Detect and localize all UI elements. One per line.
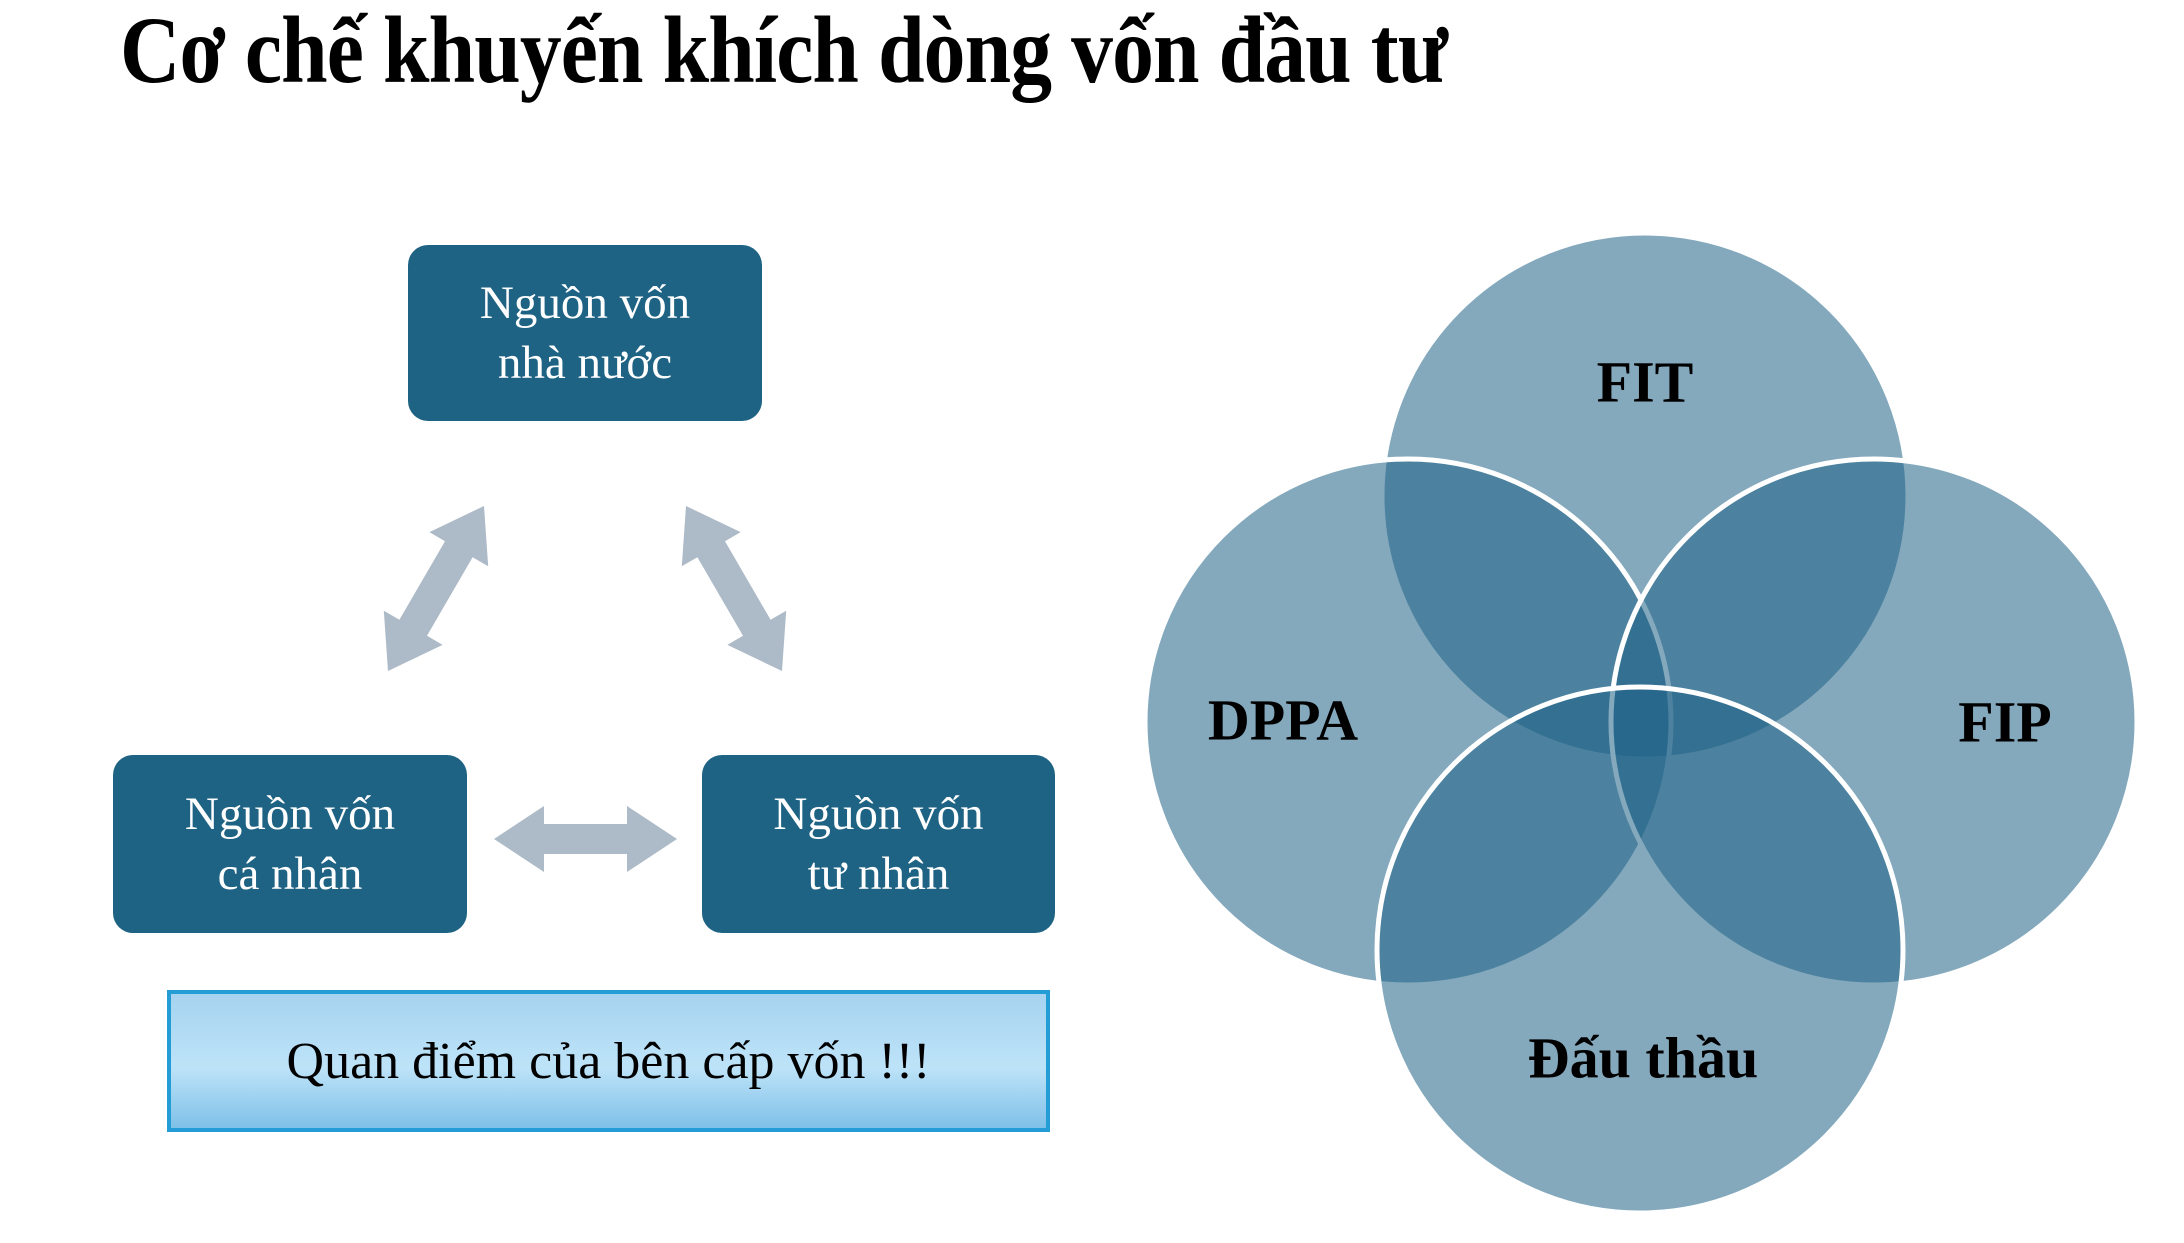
cycle-box-state-capital-line1: Nguồn vốn: [479, 276, 691, 329]
double-arrow-individual-private-icon: [494, 806, 677, 872]
cycle-box-private-capital: Nguồn vốn tư nhân: [702, 755, 1055, 933]
double-arrow-state-private-icon: [681, 506, 787, 671]
funder-viewpoint-banner: Quan điểm của bên cấp vốn !!!: [167, 990, 1050, 1132]
cycle-box-state-capital-line2: nhà nước: [497, 337, 673, 389]
cycle-box-private-capital-line2: tư nhân: [807, 848, 950, 900]
cycle-box-individual-capital-line1: Nguồn vốn: [184, 787, 396, 840]
cycle-box-individual-capital-line2: cá nhân: [217, 848, 363, 900]
venn-label-dppa: DPPA: [1207, 687, 1359, 753]
cycle-box-individual-capital: Nguồn vốn cá nhân: [113, 755, 467, 933]
venn-circle-dau-thau: [1374, 684, 1906, 1216]
venn-label-fip: FIP: [1958, 689, 2052, 755]
cycle-box-state-capital: Nguồn vốn nhà nước: [408, 245, 762, 421]
funder-viewpoint-banner-text: Quan điểm của bên cấp vốn !!!: [286, 1032, 931, 1090]
venn-label-dau-thau: Đấu thầu: [1527, 1025, 1759, 1091]
slide-title: Cơ chế khuyến khích dòng vốn đầu tư: [120, 0, 1448, 103]
venn-label-fit: FIT: [1596, 349, 1694, 415]
double-arrow-state-individual-icon: [383, 506, 489, 671]
cycle-box-private-capital-line1: Nguồn vốn: [773, 787, 984, 840]
